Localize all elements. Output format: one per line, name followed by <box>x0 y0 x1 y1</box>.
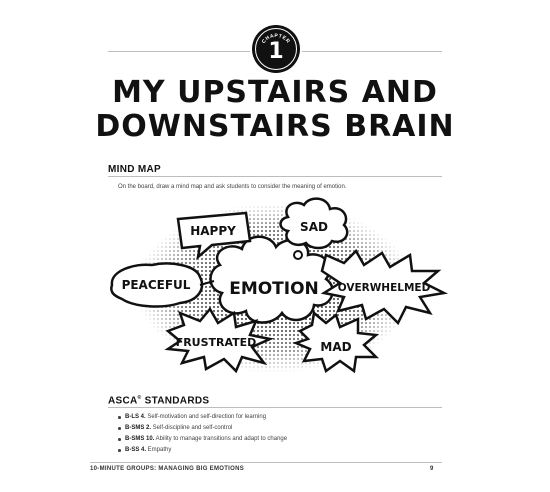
chapter-badge: CHAPTER 1 <box>252 25 300 73</box>
mad-burst <box>292 310 380 374</box>
standard-text: Self-motivation and self-direction for l… <box>145 414 267 420</box>
standards-list: B-LS 4. Self-motivation and self-directi… <box>118 412 287 456</box>
mind-map-instruction: On the board, draw a mind map and ask st… <box>118 184 347 190</box>
footer-rule <box>90 462 442 463</box>
registered-mark: ® <box>137 395 142 401</box>
standard-text: Self-discipline and self-control <box>151 425 233 431</box>
footer-page-number: 9 <box>430 466 434 472</box>
standards-heading: ASCA® STANDARDS <box>108 395 209 406</box>
mind-map-node-frustrated: FRUSTRATED <box>176 336 257 349</box>
list-item: B-SMS 10. Ability to manage transitions … <box>118 434 287 445</box>
mind-map-node-overwhelmed: OVERWHELMED <box>338 282 431 294</box>
mind-map-node-peaceful: PEACEFUL <box>122 278 191 292</box>
chapter-rule-right <box>302 51 442 52</box>
chapter-title-line-2: DOWNSTAIRS BRAIN <box>95 109 455 144</box>
standard-code: B-SMS 10. <box>125 436 155 442</box>
chapter-label-arc: CHAPTER <box>261 33 291 45</box>
list-item: B-LS 4. Self-motivation and self-directi… <box>118 412 287 423</box>
svg-text:CHAPTER: CHAPTER <box>261 33 291 45</box>
standard-code: B-SMS 2. <box>125 425 152 431</box>
emotion-cloud <box>209 235 334 324</box>
mind-map-node-sad: SAD <box>300 220 328 234</box>
standards-heading-prefix: ASCA <box>108 395 138 407</box>
peaceful-cloud <box>110 262 204 308</box>
peaceful-connector <box>199 280 215 286</box>
list-item: B-SS 4. Empathy <box>118 445 287 456</box>
chapter-label: CHAPTER <box>261 33 291 45</box>
standard-code: B-SS 4. <box>125 447 147 453</box>
standard-text: Ability to manage transitions and adapt … <box>154 436 288 442</box>
standard-text: Empathy <box>146 447 172 453</box>
chapter-title-line-1: MY UPSTAIRS AND <box>112 75 438 110</box>
mind-map-heading: MIND MAP <box>108 164 161 175</box>
standard-code: B-LS 4. <box>125 414 146 420</box>
frustrated-burst <box>164 306 275 374</box>
chapter-number: 1 <box>268 39 284 64</box>
mind-map-node-mad: MAD <box>320 340 351 354</box>
footer-book-title: 10-MINUTE GROUPS: MANAGING BIG EMOTIONS <box>90 466 245 472</box>
chapter-rule-left <box>108 51 250 52</box>
chapter-title: MY UPSTAIRS AND DOWNSTAIRS BRAIN <box>90 76 460 144</box>
chapter-badge-ring <box>255 28 297 70</box>
sad-cloud <box>279 197 349 250</box>
list-item: B-SMS 2. Self-discipline and self-contro… <box>118 423 287 434</box>
standards-heading-suffix: STANDARDS <box>141 395 210 407</box>
mind-map-center-label: EMOTION <box>229 279 319 299</box>
mind-map-node-happy: HAPPY <box>190 224 236 238</box>
happy-bubble <box>176 211 252 261</box>
overwhelmed-burst <box>320 248 448 326</box>
standards-rule <box>108 407 442 408</box>
mind-map-illustration: EMOTION HAPPY SAD PEACEFUL OVERWHELMED F… <box>110 197 448 374</box>
sad-thought-dot <box>293 250 303 260</box>
mind-map-rule <box>108 176 442 177</box>
